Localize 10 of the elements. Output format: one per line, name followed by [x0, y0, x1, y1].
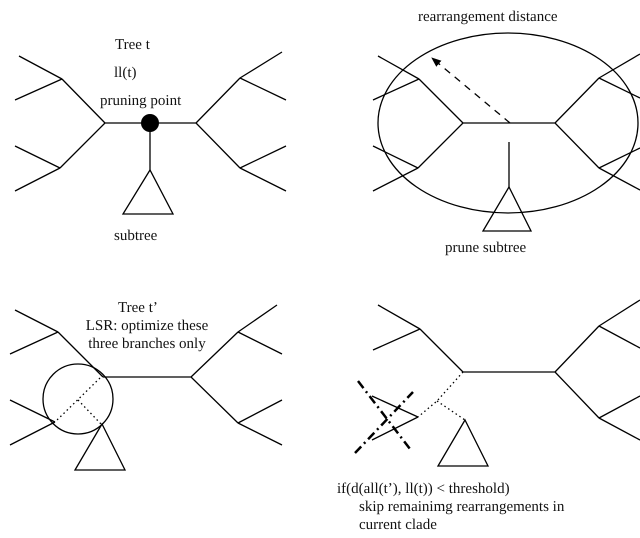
lsr-note: LSR: optimize these three branches only: [84, 317, 210, 353]
rearrangement-distance-label: rearrangement distance: [418, 8, 558, 26]
likelihood-label: ll(t): [114, 64, 136, 82]
tree-title: Tree t’: [118, 299, 158, 317]
skip-note: skip remainimg rearrangements in current clade: [359, 498, 566, 534]
pruning-point-label: pruning point: [100, 92, 182, 110]
tree-title: Tree t: [115, 36, 150, 54]
prune-subtree-label: prune subtree: [445, 239, 526, 257]
subtree-label: subtree: [114, 227, 158, 245]
condition-text: if(d(all(t’), ll(t)) < threshold): [337, 480, 510, 498]
